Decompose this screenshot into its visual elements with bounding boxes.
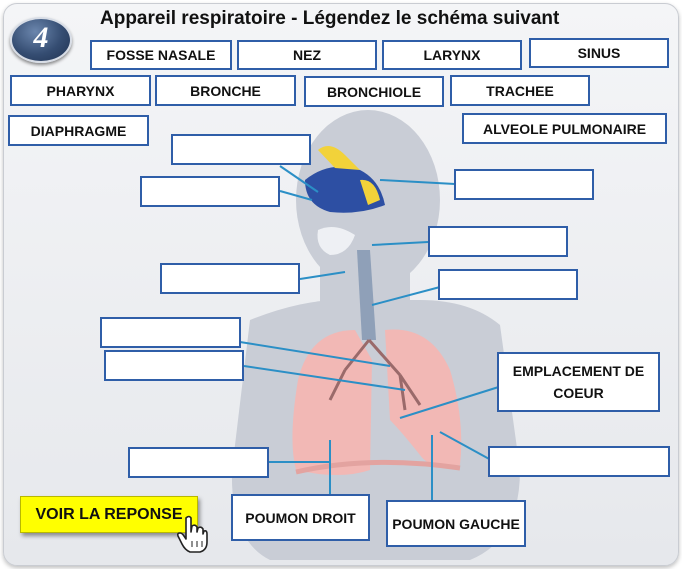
word-bank-item-fosse-nasale[interactable]: FOSSE NASALE xyxy=(90,40,232,70)
answer-slot-5[interactable] xyxy=(160,263,300,294)
word-bank-item-diaphragme[interactable]: DIAPHRAGME xyxy=(8,115,149,146)
answer-slot-6[interactable] xyxy=(438,269,578,300)
sinus-region xyxy=(318,146,380,205)
answer-slot-8[interactable] xyxy=(104,350,244,381)
answer-slot-10[interactable] xyxy=(488,446,670,477)
word-bank-item-pharynx[interactable]: PHARYNX xyxy=(10,75,151,106)
nasal-cavity xyxy=(305,166,385,213)
diaphragm xyxy=(295,459,461,475)
word-bank-item-alveole-pulmonaire[interactable]: ALVEOLE PULMONAIRE xyxy=(462,113,667,144)
word-bank-item-nez[interactable]: NEZ xyxy=(237,40,377,70)
answer-slot-4[interactable] xyxy=(428,226,568,257)
exercise-number-badge: 4 xyxy=(10,17,72,63)
label-left-lung: POUMON GAUCHE xyxy=(386,500,526,547)
trachea xyxy=(357,250,376,340)
show-answer-button[interactable]: VOIR LA REPONSE xyxy=(20,496,198,533)
word-bank-item-sinus[interactable]: SINUS xyxy=(529,38,669,68)
word-bank-item-bronchiole[interactable]: BRONCHIOLE xyxy=(304,76,444,107)
word-bank-item-larynx[interactable]: LARYNX xyxy=(382,40,522,70)
show-answer-label: VOIR LA REPONSE xyxy=(35,505,183,523)
exercise-number: 4 xyxy=(33,21,49,54)
word-bank-item-trachee[interactable]: TRACHEE xyxy=(450,75,590,106)
bronchi xyxy=(328,339,422,411)
answer-slot-1[interactable] xyxy=(171,134,311,165)
label-heart-location: EMPLACEMENT DE COEUR xyxy=(497,352,660,412)
word-bank-item-bronche[interactable]: BRONCHE xyxy=(155,75,296,106)
answer-slot-2[interactable] xyxy=(140,176,280,207)
answer-slot-7[interactable] xyxy=(100,317,241,348)
hand-pointer-icon xyxy=(176,515,208,553)
answer-slot-3[interactable] xyxy=(454,169,594,200)
answer-slot-9[interactable] xyxy=(128,447,269,478)
oral-region xyxy=(317,226,355,255)
leader-lines xyxy=(239,165,506,501)
label-right-lung: POUMON DROIT xyxy=(231,494,370,541)
right-lung xyxy=(292,330,372,475)
page-title: Appareil respiratoire - Légendez le sché… xyxy=(100,8,560,29)
